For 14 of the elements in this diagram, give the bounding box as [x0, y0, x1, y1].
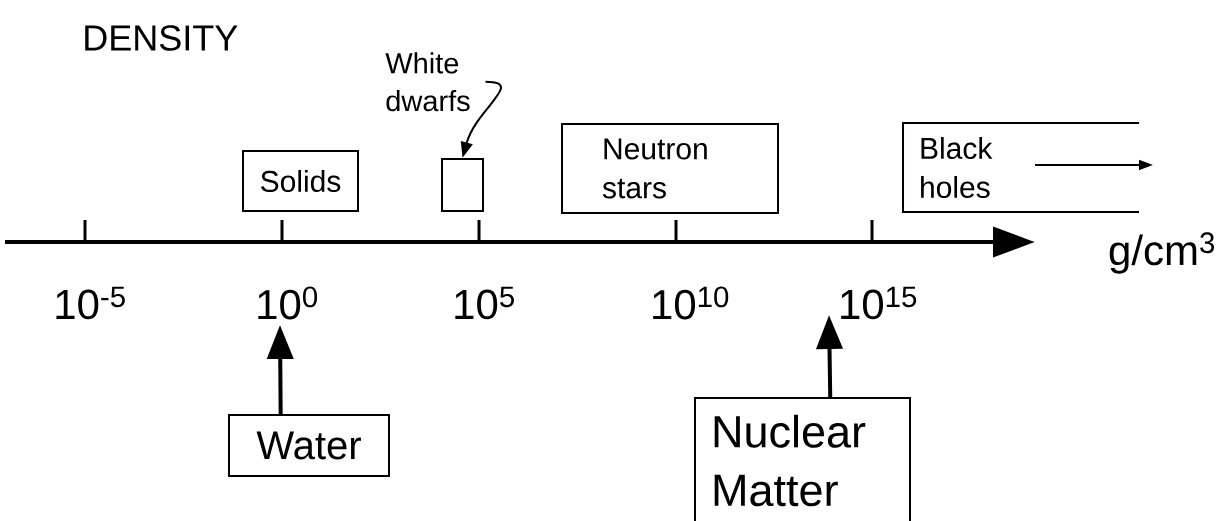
open-box: Nuclear Matter [694, 397, 911, 521]
label-box: Solids [242, 150, 359, 212]
text-label: White dwarfs [385, 52, 470, 112]
open-box: Black holes [902, 122, 1140, 213]
tick-label: 10$^{5}$ [455, 286, 514, 320]
label-box: Neutron stars [561, 123, 779, 214]
tick-label: 10$^{0}$ [258, 286, 318, 320]
label-box: Water [228, 414, 390, 477]
tick-label: 10$^{10}$ [653, 286, 729, 320]
tick-label: 10$^{-5}$ [56, 286, 125, 320]
empty-box [441, 158, 484, 212]
unit-label: g/cm$^{3}$ [1109, 232, 1215, 274]
title: DENSITY [85, 25, 238, 51]
tick-label: 10$^{15}$ [841, 286, 917, 320]
